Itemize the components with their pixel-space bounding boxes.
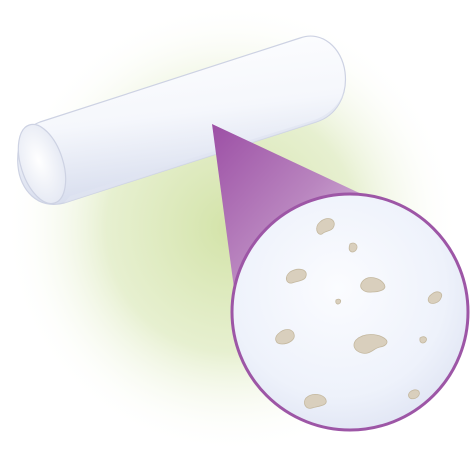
magnifier-lens	[232, 194, 468, 430]
particle	[420, 337, 427, 343]
particle	[349, 243, 357, 252]
particle	[336, 299, 341, 304]
